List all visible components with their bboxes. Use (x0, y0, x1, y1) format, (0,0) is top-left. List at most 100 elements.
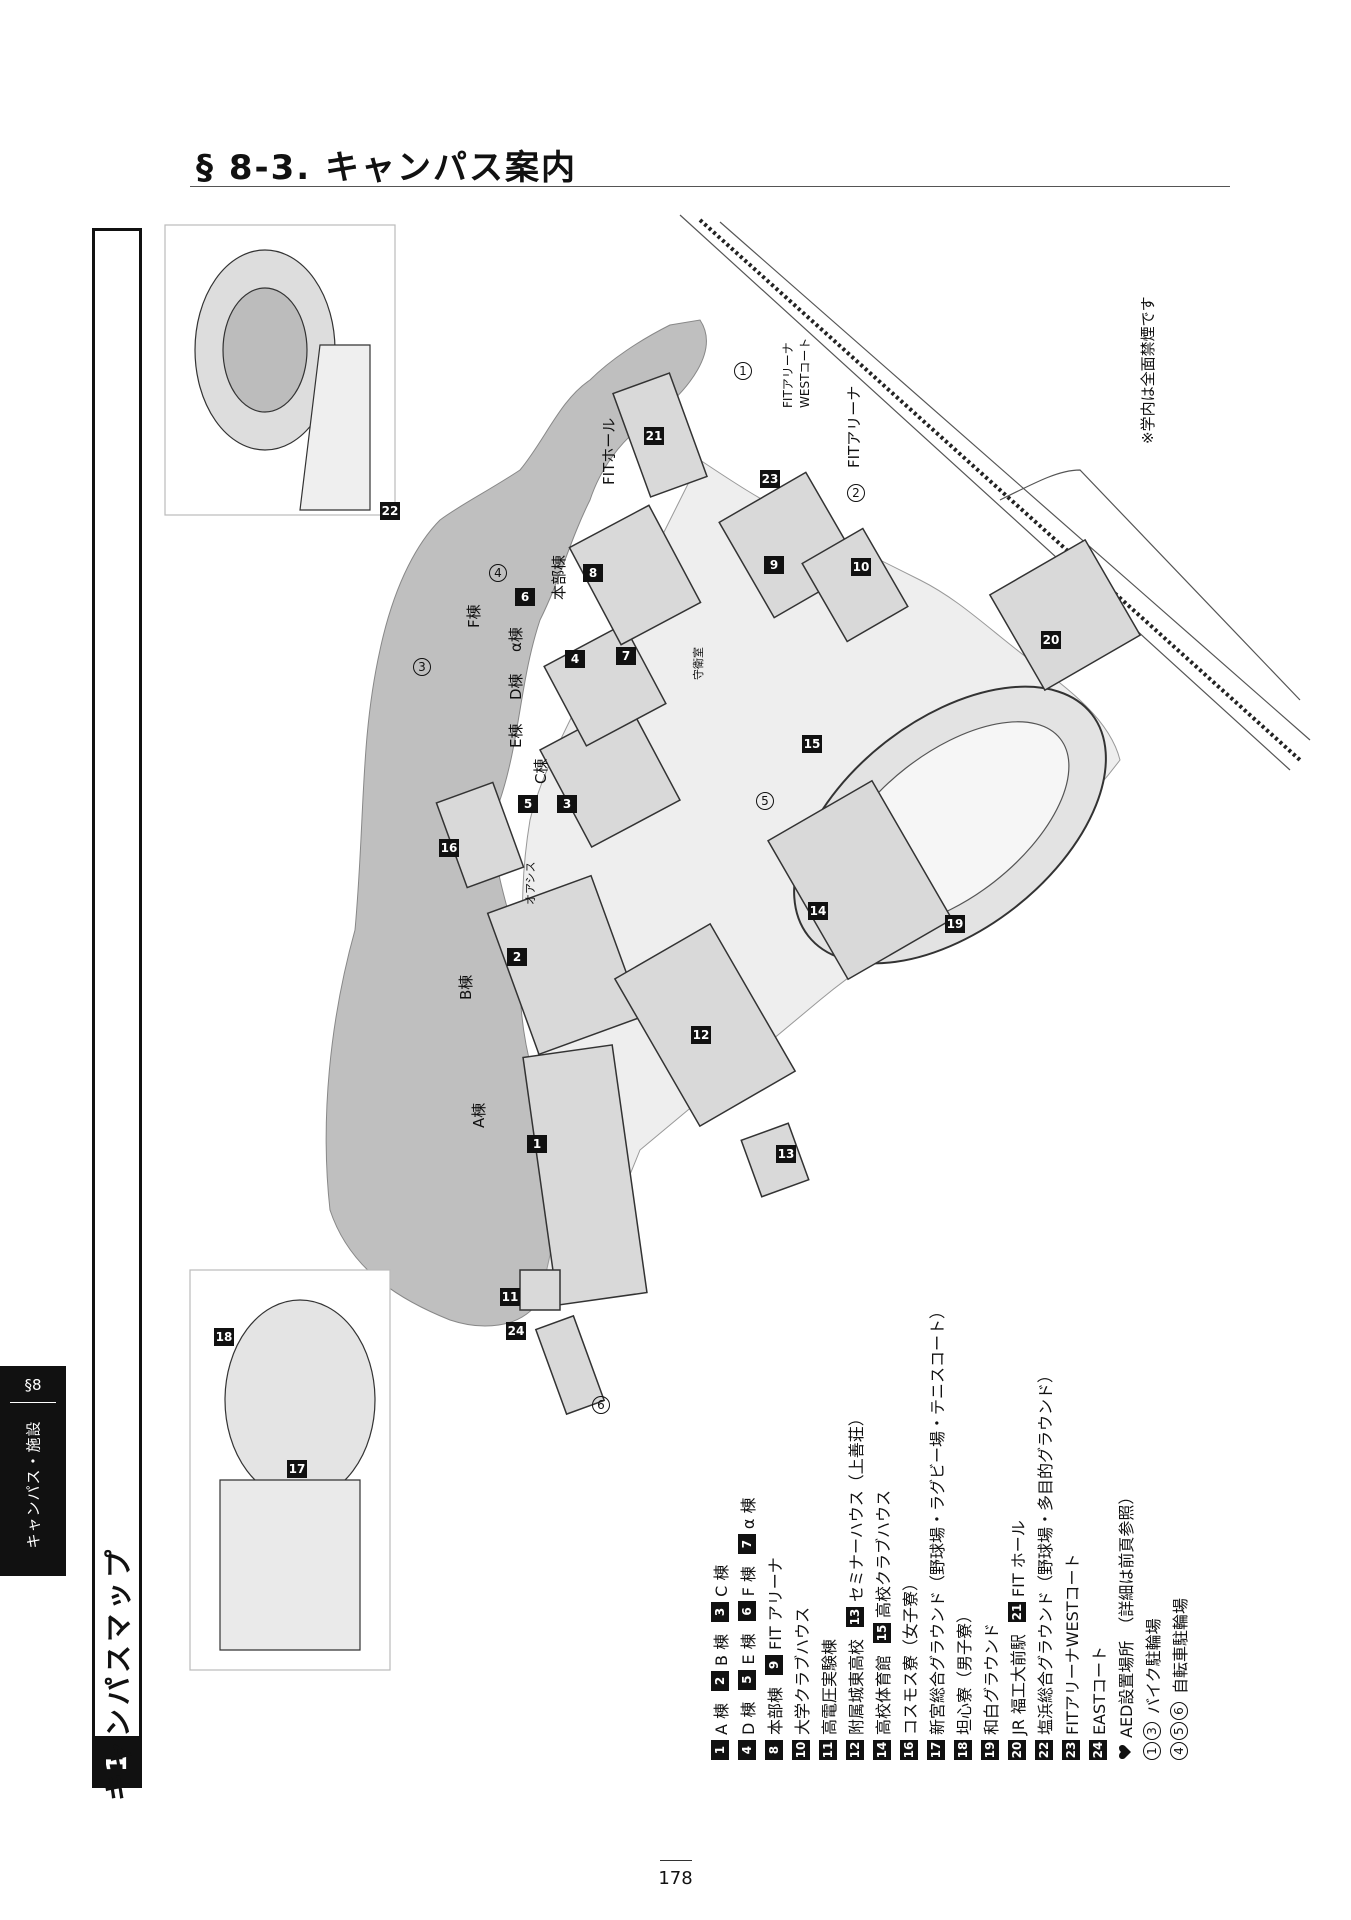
map-label-c: C棟 (532, 758, 550, 784)
map-label-fit-arena: FITアリーナ (845, 385, 863, 468)
legend-text: 和白グラウンド (981, 1622, 1001, 1735)
map-number-8[interactable]: 8 (583, 564, 603, 582)
map-number-21[interactable]: 21 (644, 427, 664, 445)
map-label-b: B棟 (457, 974, 475, 1000)
legend-badge: 22 (1034, 1740, 1053, 1760)
legend-badge: 20 (1007, 1740, 1026, 1760)
map-number-15[interactable]: 15 (802, 735, 822, 753)
legend-circle: 5 (1169, 1722, 1188, 1740)
aed-heart-icon (1118, 1744, 1131, 1760)
legend-badge: 6 (737, 1601, 756, 1622)
map-number-7[interactable]: 7 (616, 647, 636, 665)
legend-badge: 23 (1061, 1740, 1080, 1760)
parking-marker-1[interactable]: 1 (734, 362, 752, 380)
legend-text: 高校クラブハウス (873, 1489, 893, 1618)
legend-text: F 棟 (738, 1566, 758, 1597)
map-number-3[interactable]: 3 (557, 795, 577, 813)
map-label-d: D棟 (507, 673, 525, 700)
map-label-a: A棟 (470, 1102, 488, 1128)
legend-text: B 棟 (711, 1633, 731, 1666)
map-number-12[interactable]: 12 (691, 1026, 711, 1044)
road (679, 214, 1291, 771)
legend-text: 大学クラブハウス (792, 1606, 812, 1735)
map-number-1[interactable]: 1 (527, 1135, 547, 1153)
legend-text: 塩浜総合グラウンド（野球場・多目的グラウンド） (1035, 1366, 1055, 1735)
map-number-20[interactable]: 20 (1041, 631, 1061, 649)
legend-circle: 3 (1142, 1722, 1161, 1740)
map-number-24[interactable]: 24 (506, 1322, 526, 1340)
road (999, 469, 1301, 701)
legend-badge: 17 (926, 1740, 945, 1760)
map-number-9[interactable]: 9 (764, 556, 784, 574)
legend-badge: 7 (737, 1534, 756, 1555)
map-label-f: F棟 (465, 604, 483, 628)
legend-circle: 4 (1169, 1742, 1188, 1760)
building-club-house (801, 527, 909, 643)
road (719, 221, 1311, 741)
map-number-22[interactable]: 22 (380, 502, 400, 520)
no-smoking-note: ※学内は全面禁煙です (1139, 296, 1157, 444)
map-number-4[interactable]: 4 (565, 650, 585, 668)
legend-row: 10 大学クラブハウス (787, 1400, 814, 1760)
parking-marker-6[interactable]: 6 (592, 1396, 610, 1414)
legend-badge: 3 (710, 1601, 729, 1622)
legend-text: A 棟 (711, 1702, 731, 1735)
legend-badge: 15 (872, 1622, 891, 1643)
legend-text: AED設置場所 （詳細は前頁参照） (1116, 1488, 1136, 1738)
map-number-19[interactable]: 19 (945, 915, 965, 933)
map-number-2[interactable]: 2 (507, 948, 527, 966)
building-high-school (613, 922, 797, 1128)
legend-badge: 16 (899, 1740, 918, 1760)
legend-badge: 12 (845, 1740, 864, 1760)
legend-row: 20 JR 福工大前駅 21 FIT ホール (1003, 1400, 1030, 1760)
side-tab-divider (10, 1402, 56, 1403)
map-number-23[interactable]: 23 (760, 470, 780, 488)
legend-badge: 11 (818, 1740, 837, 1760)
legend-circle: 6 (1169, 1702, 1188, 1720)
legend-text: FIT アリーナ (765, 1557, 785, 1650)
map-number-13[interactable]: 13 (776, 1145, 796, 1163)
building-east-court (534, 1314, 606, 1416)
side-tab[interactable]: §8 キャンパス・施設 (0, 1366, 66, 1576)
parking-marker-4[interactable]: 4 (489, 564, 507, 582)
map-label-e: E棟 (507, 723, 525, 748)
map-label-fit-hall: FITホール (600, 417, 618, 485)
legend-badge: 5 (737, 1669, 756, 1690)
inset-shiohama (164, 224, 396, 516)
map-label-guard: 守衛室 (692, 647, 705, 680)
map-number-5[interactable]: 5 (518, 795, 538, 813)
map-number-14[interactable]: 14 (808, 902, 828, 920)
map-number-6[interactable]: 6 (515, 588, 535, 606)
legend-text: 坦心寮（男子寮） (954, 1606, 974, 1735)
legend-badge: 2 (710, 1670, 729, 1691)
legend-text: 附属城東高校 (846, 1638, 866, 1735)
map-number-11[interactable]: 11 (500, 1288, 520, 1306)
legend-badge: 1 (710, 1740, 729, 1760)
legend-text: FIT ホール (1008, 1520, 1028, 1598)
legend-circle: 1 (1142, 1742, 1161, 1760)
legend-text: JR 福工大前駅 (1008, 1634, 1028, 1735)
legend-text: 高校体育館 (873, 1654, 893, 1735)
legend-badge: 9 (764, 1654, 783, 1675)
legend-text: コスモス寮（女子寮） (900, 1574, 920, 1735)
legend-text: 自転車駐輪場 (1170, 1597, 1190, 1694)
railway (698, 218, 1302, 762)
page-title: § 8-3. キャンパス案内 (196, 148, 578, 188)
parking-marker-3[interactable]: 3 (413, 658, 431, 676)
legend-badge: 8 (764, 1740, 783, 1760)
map-number-10[interactable]: 10 (851, 558, 871, 576)
map-number-16[interactable]: 16 (439, 839, 459, 857)
legend-badge: 10 (791, 1740, 810, 1760)
map-number-18[interactable]: 18 (214, 1328, 234, 1346)
map-number-17[interactable]: 17 (287, 1460, 307, 1478)
parking-marker-2[interactable]: 2 (847, 484, 865, 502)
parking-marker-5[interactable]: 5 (756, 792, 774, 810)
legend-badge: 21 (1007, 1602, 1026, 1623)
